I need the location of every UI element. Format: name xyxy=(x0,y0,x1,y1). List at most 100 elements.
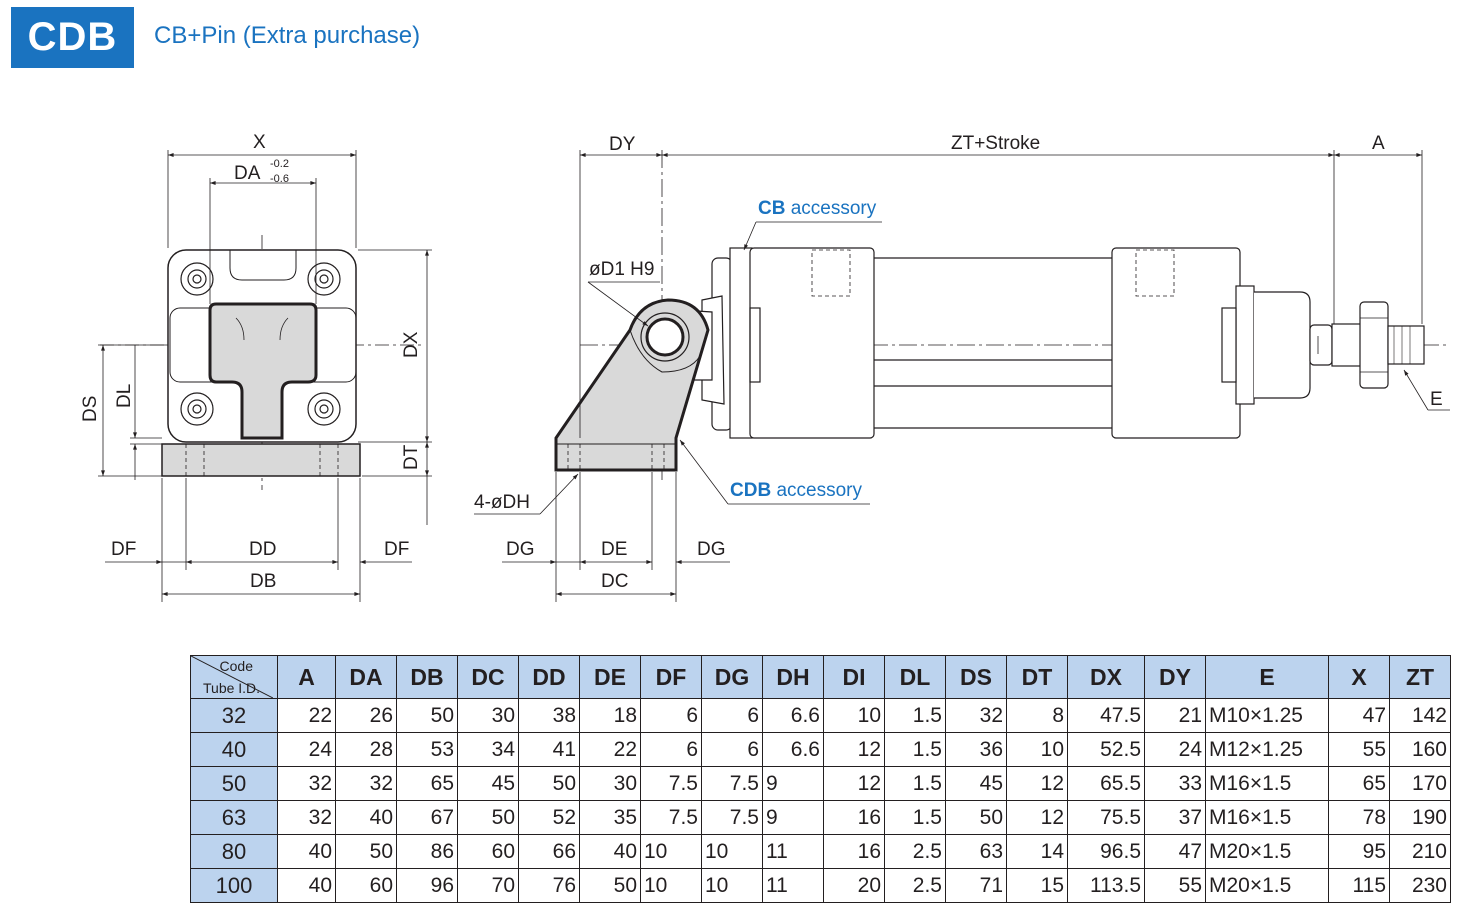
label-df-right: DF xyxy=(384,539,409,560)
label-dg-left: DG xyxy=(506,539,535,560)
cell-da: 50 xyxy=(335,834,397,869)
cell-x: 78 xyxy=(1328,800,1390,835)
cell-e: M10×1.25 xyxy=(1205,698,1329,733)
label-dl: DL xyxy=(114,384,135,408)
table-corner-cell: Code Tube I.D. xyxy=(190,655,278,699)
cell-dy: 33 xyxy=(1144,766,1206,801)
cell-db: 50 xyxy=(396,698,458,733)
column-header-e: E xyxy=(1205,655,1329,699)
corner-tube-label: Tube I.D. xyxy=(203,680,261,696)
column-header-db: DB xyxy=(396,655,458,699)
cell-di: 12 xyxy=(823,766,885,801)
cell-ds: 50 xyxy=(945,800,1007,835)
column-header-dd: DD xyxy=(518,655,580,699)
label-cb-suffix: accessory xyxy=(785,198,876,219)
cell-e: M20×1.5 xyxy=(1205,834,1329,869)
cell-df: 10 xyxy=(640,834,702,869)
cell-dl: 1.5 xyxy=(884,732,946,767)
cell-da: 32 xyxy=(335,766,397,801)
tube-id-cell: 32 xyxy=(190,698,278,733)
cell-ds: 63 xyxy=(945,834,1007,869)
cell-x: 95 xyxy=(1328,834,1390,869)
cell-a: 22 xyxy=(277,698,336,733)
tube-id-cell: 80 xyxy=(190,834,278,869)
cell-dd: 38 xyxy=(518,698,580,733)
cell-x: 65 xyxy=(1328,766,1390,801)
cell-di: 20 xyxy=(823,868,885,903)
cell-dt: 15 xyxy=(1006,868,1068,903)
cell-df: 7.5 xyxy=(640,800,702,835)
label-cdb-accessory: CDB accessory xyxy=(730,480,862,501)
cell-dl: 2.5 xyxy=(884,868,946,903)
front-view-labels: X DA -0.2 -0.6 DX DS DL DT DF DD DF DB xyxy=(80,132,422,592)
cell-dh: 11 xyxy=(762,868,824,903)
cell-ds: 36 xyxy=(945,732,1007,767)
column-header-de: DE xyxy=(579,655,641,699)
label-dg-right: DG xyxy=(697,539,726,560)
column-header-dh: DH xyxy=(762,655,824,699)
cell-dy: 55 xyxy=(1144,868,1206,903)
cell-a: 32 xyxy=(277,766,336,801)
column-header-dl: DL xyxy=(884,655,946,699)
corner-diagonal xyxy=(191,656,273,698)
label-zt-stroke: ZT+Stroke xyxy=(951,133,1040,154)
column-header-ds: DS xyxy=(945,655,1007,699)
cell-dl: 1.5 xyxy=(884,766,946,801)
label-cdb-prefix: CDB xyxy=(730,480,771,501)
label-e: E xyxy=(1430,389,1443,410)
cell-e: M20×1.5 xyxy=(1205,868,1329,903)
cell-dl: 2.5 xyxy=(884,834,946,869)
label-x: X xyxy=(253,132,266,153)
cell-df: 6 xyxy=(640,732,702,767)
cell-di: 16 xyxy=(823,800,885,835)
cell-df: 6 xyxy=(640,698,702,733)
cell-di: 10 xyxy=(823,698,885,733)
cell-x: 47 xyxy=(1328,698,1390,733)
label-d1: øD1 H9 xyxy=(589,259,654,280)
label-cdb-suffix: accessory xyxy=(771,480,862,501)
cell-dc: 50 xyxy=(457,800,519,835)
column-header-zt: ZT xyxy=(1389,655,1451,699)
cell-zt: 210 xyxy=(1389,834,1451,869)
cell-dc: 60 xyxy=(457,834,519,869)
technical-drawing: X DA -0.2 -0.6 DX DS DL DT DF DD DF DB xyxy=(80,132,1450,602)
cell-e: M12×1.25 xyxy=(1205,732,1329,767)
tube-id-cell: 40 xyxy=(190,732,278,767)
cell-dt: 12 xyxy=(1006,800,1068,835)
cell-da: 60 xyxy=(335,868,397,903)
cell-dd: 41 xyxy=(518,732,580,767)
cell-de: 35 xyxy=(579,800,641,835)
label-da-tol-upper: -0.2 xyxy=(270,158,289,170)
cell-db: 86 xyxy=(396,834,458,869)
series-badge: CDB xyxy=(11,7,134,68)
label-a: A xyxy=(1372,133,1385,154)
cell-dg: 6 xyxy=(701,732,763,767)
cell-ds: 32 xyxy=(945,698,1007,733)
cell-e: M16×1.5 xyxy=(1205,800,1329,835)
front-view xyxy=(98,150,432,602)
cell-x: 115 xyxy=(1328,868,1390,903)
column-header-di: DI xyxy=(823,655,885,699)
cell-dh: 9 xyxy=(762,766,824,801)
cell-dy: 24 xyxy=(1144,732,1206,767)
bolt-icon-tr xyxy=(307,262,341,296)
tube-id-cell: 50 xyxy=(190,766,278,801)
column-header-df: DF xyxy=(640,655,702,699)
cell-dc: 34 xyxy=(457,732,519,767)
cell-de: 30 xyxy=(579,766,641,801)
cell-dd: 50 xyxy=(518,766,580,801)
cell-db: 53 xyxy=(396,732,458,767)
label-dx: DX xyxy=(401,331,422,358)
cell-dc: 70 xyxy=(457,868,519,903)
column-header-dg: DG xyxy=(701,655,763,699)
cell-dd: 66 xyxy=(518,834,580,869)
cell-dd: 76 xyxy=(518,868,580,903)
cell-x: 55 xyxy=(1328,732,1390,767)
cell-dg: 6 xyxy=(701,698,763,733)
column-header-da: DA xyxy=(335,655,397,699)
cell-dg: 7.5 xyxy=(701,766,763,801)
cell-db: 96 xyxy=(396,868,458,903)
